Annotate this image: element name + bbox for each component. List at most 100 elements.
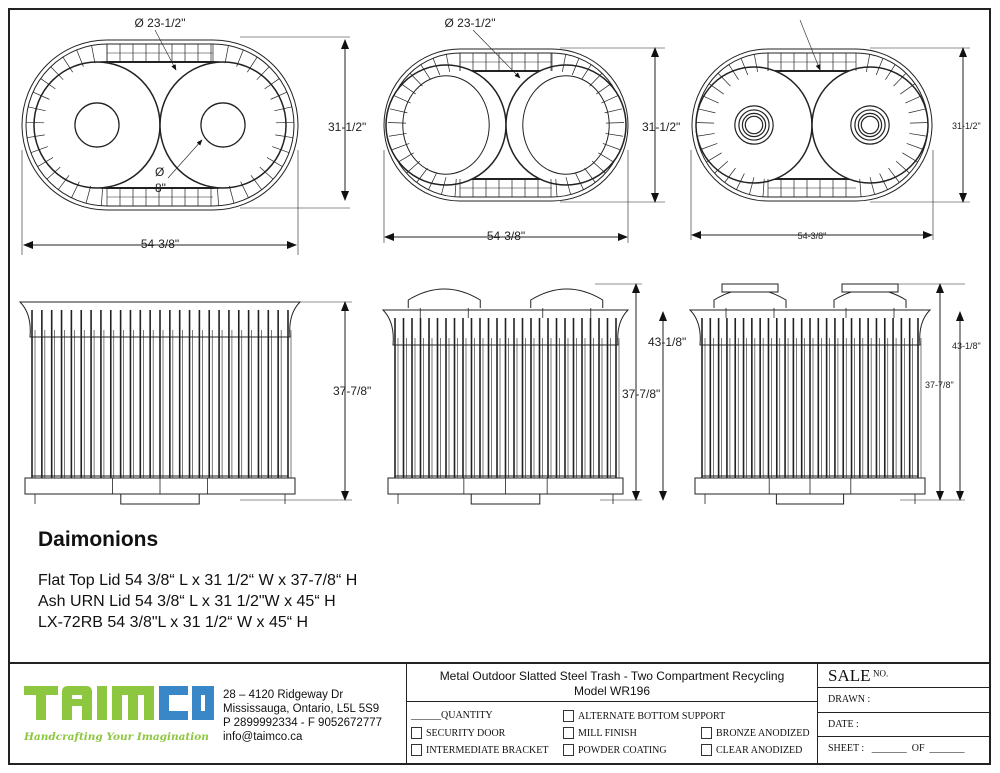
slat — [571, 58, 580, 76]
slat — [604, 108, 623, 114]
rim — [18, 301, 302, 338]
slat — [454, 178, 457, 197]
option-intermediate-bracket[interactable]: INTERMEDIATE BRACKET — [411, 744, 559, 756]
slat — [264, 78, 280, 90]
sale-label: SALE — [828, 666, 871, 685]
option-bronze-anodized[interactable]: BRONZE ANODIZED — [701, 727, 815, 739]
ash-urn — [734, 105, 774, 145]
spec-line: Flat Top Lid 54 3/8“ L x 31 1/2“ W x 37-… — [38, 572, 358, 589]
slat — [27, 106, 46, 112]
company-cell: Handcrafting Your Imagination 28 – 4120 … — [8, 664, 407, 765]
product-name: Daimonions — [38, 528, 159, 551]
top2-width-label: 54-3/8" — [487, 229, 525, 243]
slat — [749, 177, 755, 195]
email: info@taimco.ca — [223, 731, 303, 743]
slat — [406, 160, 421, 174]
quantity-label: ______QUANTITY — [411, 710, 493, 721]
slat — [717, 72, 731, 87]
slat — [596, 83, 612, 95]
slat — [32, 91, 50, 100]
slat — [724, 167, 736, 183]
side3-total-label: 43-1/8" — [952, 341, 981, 351]
slat — [256, 66, 270, 80]
rim — [381, 309, 630, 346]
slat — [388, 122, 407, 124]
option-clear-anodized[interactable]: CLEAR ANODIZED — [701, 744, 815, 756]
ash-urn — [744, 115, 764, 135]
side2-total-label: 43-1/8" — [648, 335, 686, 349]
checkbox[interactable] — [563, 710, 574, 722]
phone-fax: P 2899992334 - F 9052672777 — [223, 717, 383, 729]
slat — [696, 122, 715, 124]
side1-height-label: 37-7/8" — [333, 384, 371, 398]
sheet-label: SHEET : — [828, 743, 865, 754]
top1-width-label: 54-3/8" — [141, 237, 179, 251]
company-address: 28 – 4120 Ridgeway Dr Mississauga, Ontar… — [223, 688, 382, 744]
slat — [388, 133, 407, 137]
option-mill-finish[interactable]: MILL FINISH — [563, 727, 699, 739]
side3-height-label: 37-7/8" — [925, 380, 954, 390]
checkbox[interactable] — [411, 727, 422, 739]
dimension-line — [472, 29, 521, 79]
checkbox[interactable] — [701, 744, 712, 756]
ash-tray — [721, 283, 779, 293]
ash-urn — [857, 112, 883, 138]
slat — [702, 95, 719, 104]
foot — [470, 493, 541, 505]
slat — [26, 121, 45, 124]
product-specs: Daimonions Flat Top Lid 54 3/8“ L x 31 1… — [38, 528, 357, 633]
quantity-field[interactable]: ______QUANTITY — [411, 710, 559, 721]
top2-depth-label: 31-1/2" — [642, 120, 680, 134]
compartment-lid — [505, 64, 627, 186]
option-security-door[interactable]: SECURITY DOOR — [411, 727, 559, 739]
checkbox[interactable] — [701, 727, 712, 739]
slat — [270, 91, 288, 100]
ash-urn — [741, 112, 767, 138]
slat — [565, 177, 571, 195]
slat — [888, 167, 900, 183]
option-label: BRONZE ANODIZED — [716, 727, 810, 739]
slat — [909, 133, 928, 137]
drawn-label: DRAWN : — [828, 694, 871, 705]
option-label: SECURITY DOOR — [426, 727, 506, 739]
sale-no-row: SALE NO. — [818, 664, 991, 688]
info-cell: SALE NO. DRAWN : DATE : SHEET : _______ … — [818, 664, 991, 765]
option-alternate-bottom-support[interactable]: ALTERNATE BOTTOM SUPPORT — [563, 710, 813, 722]
slat — [900, 83, 916, 95]
slat — [250, 175, 263, 190]
lid-ring — [522, 75, 610, 175]
checkbox[interactable] — [563, 744, 574, 756]
option-label: POWDER COATING — [578, 744, 667, 756]
lid-ring — [402, 75, 490, 175]
option-label: MILL FINISH — [578, 727, 637, 739]
slat — [240, 181, 249, 198]
compartment-lid — [33, 61, 161, 189]
rim — [688, 309, 932, 346]
slat — [46, 166, 61, 180]
slat — [605, 122, 624, 124]
ash-tray — [841, 283, 899, 293]
slat — [708, 83, 724, 95]
slat — [575, 173, 584, 190]
foot — [120, 493, 200, 505]
slat — [432, 58, 441, 76]
slat — [101, 187, 103, 206]
slat — [409, 72, 423, 87]
top-view — [691, 48, 933, 202]
spec-line: LX-72RB 54 3/8"L x 31 1/2“ W x 45“ H — [38, 614, 309, 631]
slat — [696, 133, 715, 137]
option-powder-coating[interactable]: POWDER COATING — [563, 744, 699, 756]
slat — [875, 58, 884, 76]
checkbox[interactable] — [411, 744, 422, 756]
slat — [30, 146, 48, 154]
slat — [400, 83, 416, 95]
checkbox[interactable] — [563, 727, 574, 739]
spec-line: Ash URN Lid 54 3/8“ L x 31 1/2"W x 45“ H — [38, 593, 336, 610]
slat — [605, 133, 624, 137]
address-line: 28 – 4120 Ridgeway Dr — [223, 689, 344, 701]
sale-no-label: NO. — [873, 668, 889, 679]
slat — [247, 56, 258, 73]
slat — [37, 157, 54, 168]
of-label: OF — [911, 743, 925, 754]
slat — [762, 178, 765, 197]
